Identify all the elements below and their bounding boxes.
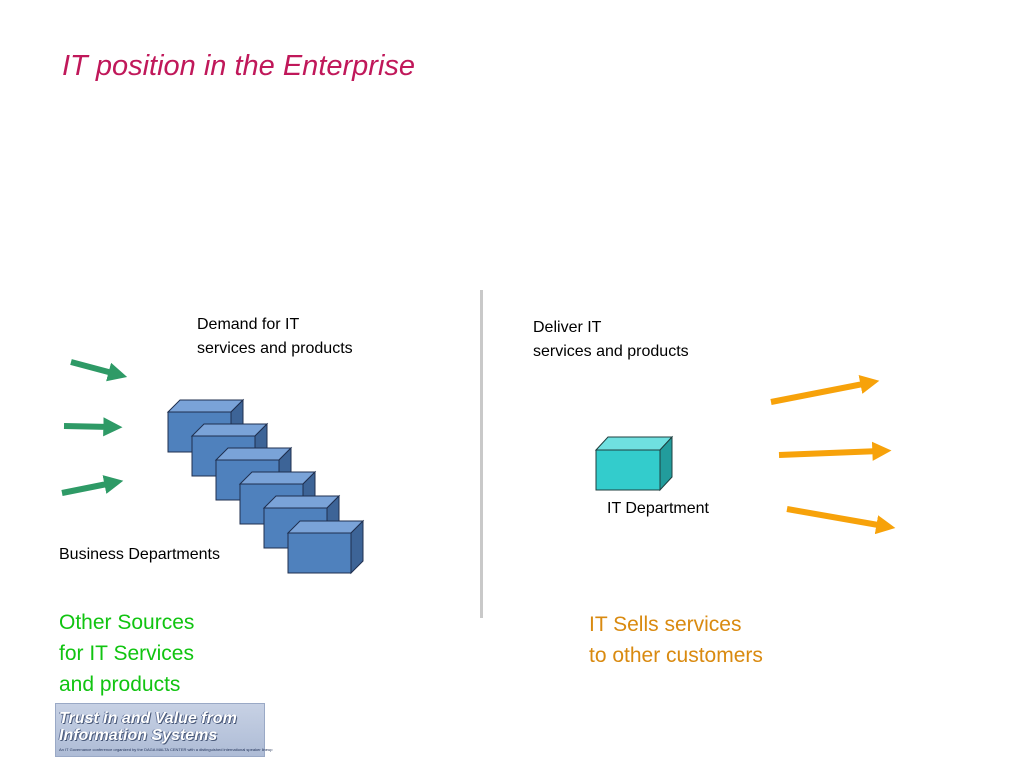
incoming-arrow-1	[70, 359, 128, 382]
deliver-line-2: services and products	[533, 343, 689, 360]
other-sources-line-2: for IT Services	[59, 642, 194, 665]
logo-subtitle: An IT Governance conference organized by…	[59, 747, 273, 752]
deliver-label: Deliver IT services and products	[533, 316, 689, 364]
it-sells-line-2: to other customers	[589, 644, 763, 667]
outgoing-arrow-2	[778, 441, 892, 461]
incoming-arrow-2	[63, 417, 123, 437]
other-sources-line-3: and products	[59, 673, 181, 696]
business-departments-label: Business Departments	[59, 546, 220, 563]
deliver-line-1: Deliver IT	[533, 319, 602, 336]
business-box-6	[286, 519, 365, 575]
it-department-box	[594, 435, 674, 492]
page-title: IT position in the Enterprise	[62, 50, 416, 82]
other-sources-text: Other Sources for IT Services and produc…	[59, 607, 194, 700]
outgoing-arrow-3	[786, 506, 896, 535]
logo-line-1: Trust in and Value from	[59, 710, 237, 727]
demand-label: Demand for IT services and products	[197, 313, 353, 361]
other-sources-line-1: Other Sources	[59, 611, 195, 634]
conference-logo: Trust in and Value from Information Syst…	[55, 703, 273, 757]
demand-line-1: Demand for IT	[197, 316, 300, 333]
section-divider	[480, 290, 483, 618]
outgoing-arrow-1	[770, 375, 880, 405]
it-sells-line-1: IT Sells services	[589, 613, 742, 636]
it-sells-text: IT Sells services to other customers	[589, 609, 763, 671]
incoming-arrow-3	[61, 475, 124, 496]
it-department-label: IT Department	[607, 500, 709, 517]
demand-line-2: services and products	[197, 340, 353, 357]
logo-line-2: Information Systems	[59, 727, 218, 744]
